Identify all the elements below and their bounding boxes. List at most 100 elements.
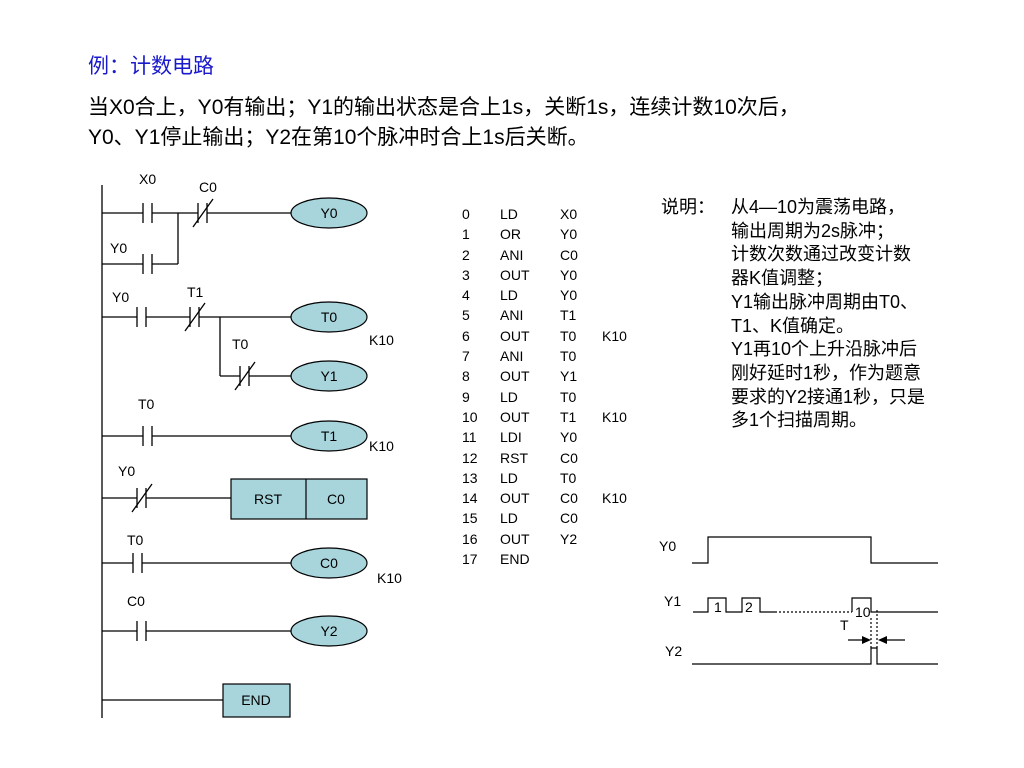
note-line: 计数次数通过改变计数 — [731, 244, 911, 265]
instruction-arg: C0 — [560, 490, 578, 507]
pulse-label-2: 2 — [745, 599, 753, 615]
instruction-step: 3 — [462, 266, 470, 283]
label-c0-nc: C0 — [199, 179, 217, 195]
instruction-step: 7 — [462, 348, 470, 365]
rst-box-arg: C0 — [327, 491, 345, 507]
instruction-step: 4 — [462, 287, 470, 304]
instruction-const: K10 — [602, 327, 627, 344]
note-line: 要求的Y2接通1秒，只是 — [731, 386, 926, 407]
instruction-step: 6 — [462, 327, 470, 344]
instruction-op: OUT — [500, 530, 530, 547]
instruction-step: 11 — [462, 429, 477, 446]
instruction-arg: T0 — [560, 348, 577, 365]
signal-label-y2: Y2 — [665, 643, 682, 659]
instruction-step: 15 — [462, 510, 478, 527]
instruction-arg: Y0 — [560, 429, 578, 446]
instruction-step: 10 — [462, 408, 478, 425]
coil-label-y1: Y1 — [320, 368, 337, 384]
instruction-step: 2 — [462, 246, 470, 263]
instruction-arg: T0 — [560, 469, 577, 486]
instruction-op: LD — [500, 469, 518, 486]
instruction-op: OUT — [500, 490, 530, 507]
instruction-op: LDI — [500, 429, 522, 446]
instruction-step: 16 — [462, 530, 478, 547]
label-t0-r3: T0 — [138, 396, 155, 412]
instruction-op: OUT — [500, 408, 530, 425]
instruction-op: OR — [500, 226, 521, 243]
constant-t1: K10 — [369, 438, 394, 454]
instruction-arg: Y0 — [560, 266, 578, 283]
instruction-op: OUT — [500, 266, 530, 283]
instruction-step: 13 — [462, 469, 478, 486]
instruction-arg: T0 — [560, 388, 577, 405]
instruction-step: 0 — [462, 206, 470, 222]
coil-label-y0: Y0 — [320, 205, 337, 221]
instruction-op: LD — [500, 388, 518, 405]
note-line: 器K值调整； — [731, 268, 834, 289]
instruction-step: 8 — [462, 368, 470, 385]
instruction-op: ANI — [500, 246, 524, 263]
note-line: Y1再10个上升沿脉冲后 — [731, 339, 918, 360]
rung-5 — [102, 553, 291, 573]
instruction-arg: T0 — [560, 327, 577, 344]
constant-c0: K10 — [377, 570, 402, 586]
waveform-y2 — [692, 647, 938, 665]
note-line: 输出周期为2s脉冲； — [731, 220, 895, 241]
instruction-arg: X0 — [560, 206, 578, 222]
label-c0-r6: C0 — [127, 593, 145, 609]
instruction-op: ANI — [500, 307, 524, 324]
waveform-y1-end — [851, 597, 938, 613]
rung-4 — [102, 483, 231, 513]
instruction-arg: T1 — [560, 408, 577, 425]
note-label: 说明： — [661, 197, 715, 217]
label-y0-r2: Y0 — [112, 289, 129, 305]
coil-t1 — [290, 420, 368, 452]
pulse-label-10: 10 — [855, 604, 871, 620]
note-line: 从4—10为震荡电路， — [731, 197, 906, 217]
description-line-2: Y0、Y1停止输出；Y2在第10个脉冲时合上1s后关断。 — [88, 126, 589, 149]
coil-y1 — [290, 360, 368, 392]
label-t1-nc: T1 — [187, 284, 204, 300]
instruction-arg: C0 — [560, 449, 578, 466]
signal-label-y0: Y0 — [659, 538, 676, 554]
instruction-step: 14 — [462, 490, 478, 507]
note-line: T1、K值确定。 — [731, 315, 855, 336]
coil-y0 — [290, 197, 368, 229]
coil-label-c0: C0 — [320, 555, 338, 571]
rung-3 — [102, 426, 291, 446]
instruction-step: 12 — [462, 449, 478, 466]
instruction-arg: T1 — [560, 307, 577, 324]
note-line: Y1输出脉冲周期由T0、 — [731, 291, 919, 312]
problem-description: 当X0合上，Y0有输出；Y1的输出状态是合上1s，关断1s，连续计数10次后， … — [88, 93, 800, 153]
note-line: 多1个扫描周期。 — [731, 410, 868, 431]
coil-y2 — [290, 615, 368, 647]
instruction-step: 9 — [462, 388, 470, 405]
instruction-arg: Y0 — [560, 226, 578, 243]
waveform-y0 — [692, 536, 938, 564]
instruction-arg: C0 — [560, 510, 578, 527]
coil-label-t1: T1 — [321, 428, 338, 444]
instruction-arg: Y0 — [560, 287, 578, 304]
waveform-y1 — [693, 597, 775, 613]
note-line: 刚好延时1秒，作为题意 — [731, 362, 922, 383]
instruction-op: LD — [500, 510, 518, 527]
label-y0-nc: Y0 — [118, 463, 135, 479]
instruction-const: K10 — [602, 408, 627, 425]
instruction-step: 5 — [462, 307, 470, 324]
instruction-op: OUT — [500, 368, 530, 385]
pulse-label-1: 1 — [714, 599, 722, 615]
rung-1 — [102, 198, 291, 274]
label-t0-r5: T0 — [127, 532, 144, 548]
constant-t0: K10 — [369, 332, 394, 348]
instruction-arg: Y2 — [560, 530, 578, 547]
coil-label-t0: T0 — [321, 309, 338, 325]
coil-c0 — [290, 547, 368, 579]
page-title: 例：计数电路 — [88, 55, 214, 78]
rst-box-op: RST — [254, 491, 282, 507]
instruction-op: END — [500, 551, 530, 568]
instruction-const: K10 — [602, 490, 627, 507]
rung-6 — [102, 621, 291, 641]
instruction-step: 17 — [462, 551, 478, 568]
